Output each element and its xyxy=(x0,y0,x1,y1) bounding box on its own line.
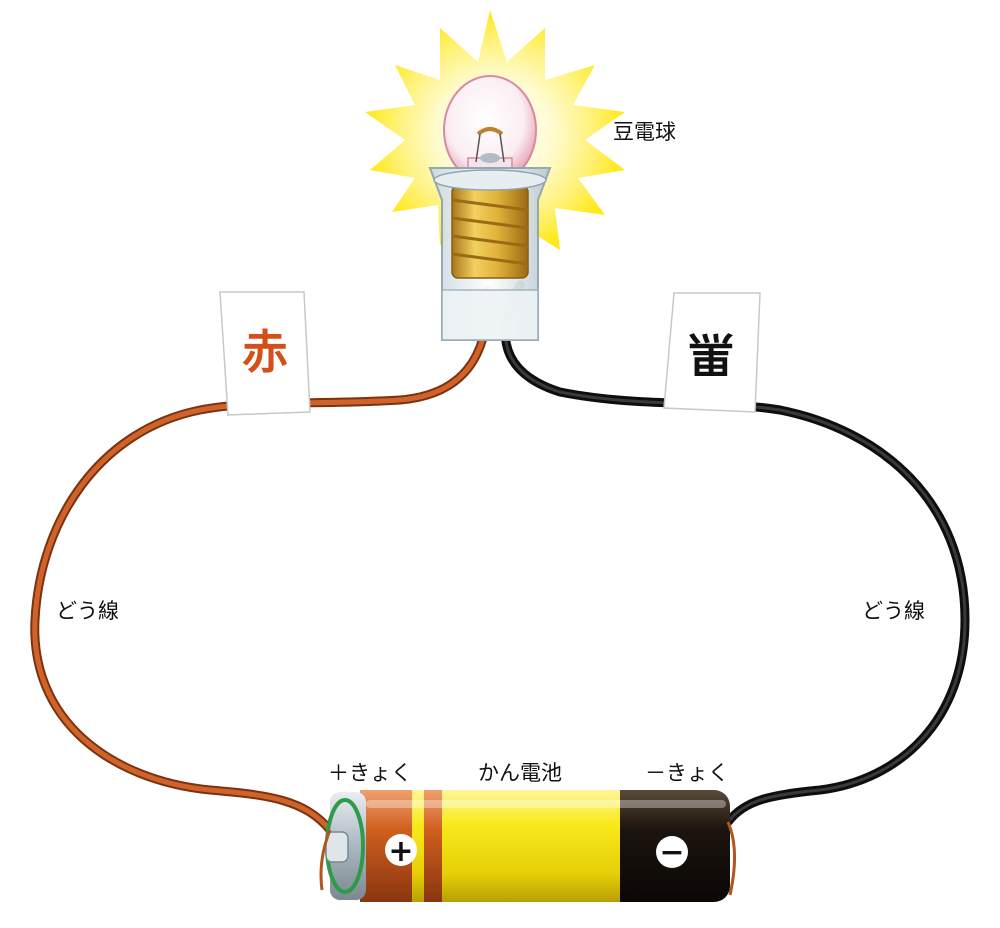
red-wire-inner xyxy=(32,287,491,833)
minus-terminal-label: －きょく xyxy=(645,761,729,785)
battery: + − xyxy=(325,790,730,902)
battery-yellow-section xyxy=(440,790,620,902)
red-tag-text: 赤 xyxy=(242,325,288,379)
red-tag-paper xyxy=(219,291,311,416)
minus-mark xyxy=(656,836,688,868)
plus-terminal-label: ＋きょく xyxy=(328,761,412,785)
black-wire-inner xyxy=(503,283,967,824)
minus-mark-symbol: − xyxy=(659,835,684,870)
black-tag-text: 黒 xyxy=(688,327,734,381)
bulb-filament xyxy=(476,127,504,136)
bulb-label: 豆電球 xyxy=(613,120,676,144)
wire-left-label: どう線 xyxy=(56,599,119,623)
red-tag: 赤 xyxy=(219,291,311,416)
red-wire-end xyxy=(319,829,332,891)
black-tag-paper xyxy=(663,292,761,413)
plus-mark-symbol: + xyxy=(388,834,413,869)
bulb-socket xyxy=(428,167,552,341)
black-wire-end xyxy=(726,821,737,896)
battery-label: かん電池 xyxy=(478,761,562,785)
battery-terminal-nub xyxy=(325,831,349,863)
plus-mark xyxy=(385,834,417,866)
wire-right-label: どう線 xyxy=(862,599,925,623)
socket-screw xyxy=(451,185,529,279)
black-tag: 黒 xyxy=(663,292,761,413)
